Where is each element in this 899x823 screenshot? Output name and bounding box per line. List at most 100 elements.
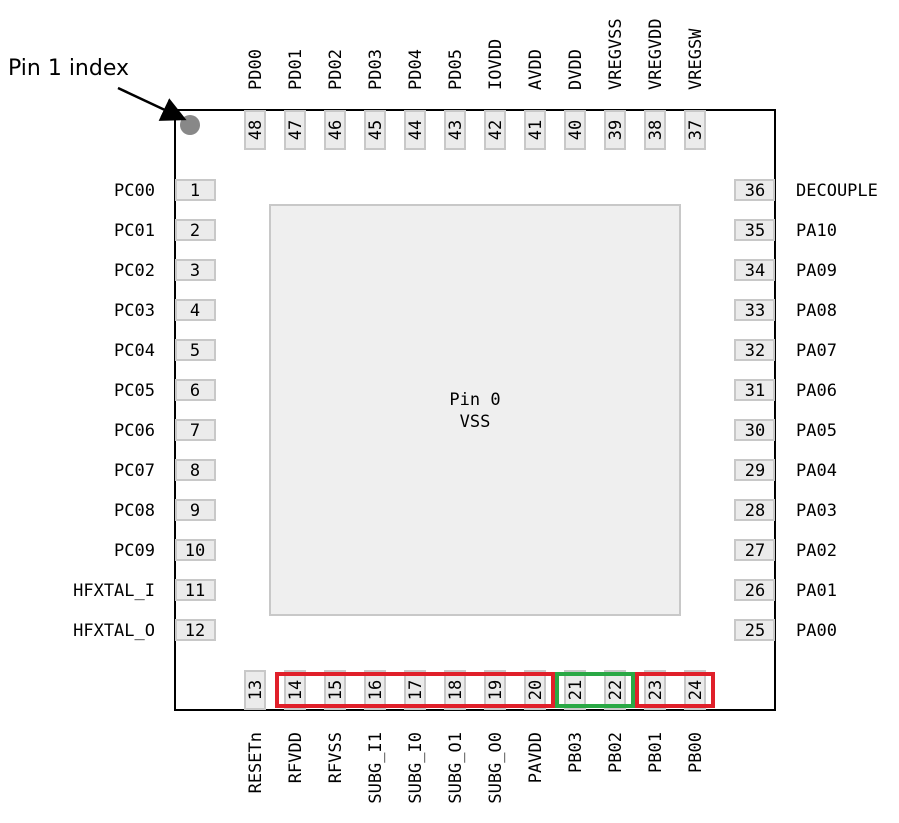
pin-pad-12 <box>175 619 216 641</box>
pin-number-3: 3 <box>190 261 200 281</box>
pin-number-8: 8 <box>190 461 200 481</box>
pin-number-31: 31 <box>745 381 765 401</box>
pin-name-40: DVDD <box>566 49 586 90</box>
pin-number-37: 37 <box>686 120 706 140</box>
pin-pad-1 <box>175 179 216 201</box>
pin-number-1: 1 <box>190 181 200 201</box>
pin-name-29: PA04 <box>796 461 837 481</box>
pin-number-28: 28 <box>745 501 765 521</box>
pin-name-22: PB02 <box>606 732 626 773</box>
pin-name-18: SUBG_O1 <box>446 732 466 804</box>
pin-number-41: 41 <box>526 120 546 140</box>
pin-number-25: 25 <box>745 621 765 641</box>
pin-number-36: 36 <box>745 181 765 201</box>
pin-name-17: SUBG_I0 <box>406 732 426 804</box>
pin-pad-27 <box>734 539 775 561</box>
pin-number-17: 17 <box>406 680 426 700</box>
pin-pad-33 <box>734 299 775 321</box>
pin-name-24: PB00 <box>686 732 706 773</box>
pin-pad-44 <box>404 110 426 150</box>
pin-name-15: RFVSS <box>326 732 346 783</box>
pin-pad-3 <box>175 259 216 281</box>
pin-name-11: HFXTAL_I <box>73 581 155 601</box>
pin-pad-28 <box>734 499 775 521</box>
pin-pad-48 <box>244 110 266 150</box>
pin-number-27: 27 <box>745 541 765 561</box>
pin-name-35: PA10 <box>796 221 837 241</box>
pin-pad-8 <box>175 459 216 481</box>
pin-name-16: SUBG_I1 <box>366 732 386 804</box>
pin-pad-41 <box>524 110 546 150</box>
pin-number-22: 22 <box>606 680 626 700</box>
pin-name-9: PC08 <box>114 501 155 521</box>
pin-number-9: 9 <box>190 501 200 521</box>
pin-number-24: 24 <box>686 680 706 700</box>
center-pad-net-label: VSS <box>460 412 491 432</box>
pin-name-26: PA01 <box>796 581 837 601</box>
pin-name-12: HFXTAL_O <box>73 621 155 641</box>
pin-name-23: PB01 <box>646 732 666 773</box>
pin-pad-37 <box>684 110 706 150</box>
pin-number-2: 2 <box>190 221 200 241</box>
pin-number-15: 15 <box>326 680 346 700</box>
pin-number-29: 29 <box>745 461 765 481</box>
pin-name-36: DECOUPLE <box>796 181 878 201</box>
pin-number-42: 42 <box>486 120 506 140</box>
pin-number-33: 33 <box>745 301 765 321</box>
pin-pad-24 <box>684 670 706 710</box>
pin-name-37: VREGSW <box>686 28 706 90</box>
pin-pad-46 <box>324 110 346 150</box>
pin-pad-13 <box>244 670 266 710</box>
pin-number-13: 13 <box>246 680 266 700</box>
pin-number-44: 44 <box>406 120 426 140</box>
pin-name-31: PA06 <box>796 381 837 401</box>
highlight-box-14-20 <box>275 672 555 708</box>
pin-number-14: 14 <box>286 680 306 700</box>
pin1-arrow-icon <box>117 86 187 121</box>
pin-pad-17 <box>404 670 426 710</box>
pin-number-19: 19 <box>486 680 506 700</box>
pin-pad-43 <box>444 110 466 150</box>
pin-name-28: PA03 <box>796 501 837 521</box>
pin-number-7: 7 <box>190 421 200 441</box>
pin-number-26: 26 <box>745 581 765 601</box>
pin-pad-6 <box>175 379 216 401</box>
pin-pad-45 <box>364 110 386 150</box>
pin-name-39: VREGVSS <box>606 18 626 90</box>
pin-name-2: PC01 <box>114 221 155 241</box>
package-outline <box>174 109 776 711</box>
pin-pad-38 <box>644 110 666 150</box>
pin-name-19: SUBG_O0 <box>486 732 506 804</box>
pin-number-12: 12 <box>185 621 205 641</box>
pin-name-6: PC05 <box>114 381 155 401</box>
pin-number-48: 48 <box>246 120 266 140</box>
pin-number-20: 20 <box>526 680 546 700</box>
pin-name-48: PD00 <box>246 49 266 90</box>
pin-pad-4 <box>175 299 216 321</box>
pin-pad-36 <box>734 179 775 201</box>
center-pad-pin-label: Pin 0 <box>449 390 500 410</box>
pin-number-4: 4 <box>190 301 200 321</box>
pin-pad-25 <box>734 619 775 641</box>
pin-pad-21 <box>564 670 586 710</box>
center-pad <box>269 204 681 616</box>
pin-name-46: PD02 <box>326 49 346 90</box>
pin-pad-18 <box>444 670 466 710</box>
pin-name-38: VREGVDD <box>646 18 666 90</box>
pin-name-1: PC00 <box>114 181 155 201</box>
pin-number-10: 10 <box>185 541 205 561</box>
pin-name-10: PC09 <box>114 541 155 561</box>
pin-name-3: PC02 <box>114 261 155 281</box>
pin-number-40: 40 <box>566 120 586 140</box>
pin-number-18: 18 <box>446 680 466 700</box>
pin-number-16: 16 <box>366 680 386 700</box>
pin-number-35: 35 <box>745 221 765 241</box>
pin-pad-15 <box>324 670 346 710</box>
pin-pad-31 <box>734 379 775 401</box>
pin-pad-5 <box>175 339 216 361</box>
pin1-index-label: Pin 1 index <box>8 56 129 81</box>
pin-name-4: PC03 <box>114 301 155 321</box>
pin-number-34: 34 <box>745 261 765 281</box>
pin-name-34: PA09 <box>796 261 837 281</box>
pin-pad-10 <box>175 539 216 561</box>
